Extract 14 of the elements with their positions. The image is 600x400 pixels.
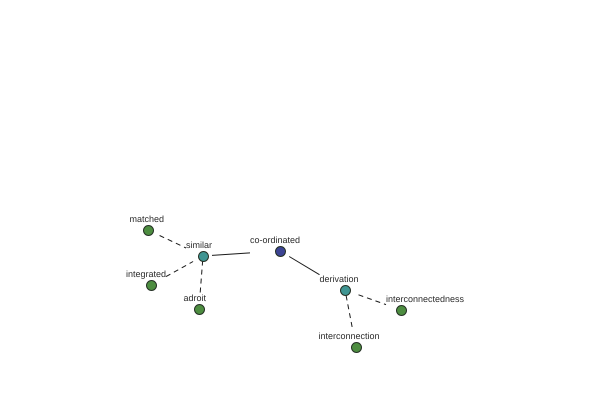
connector-line — [212, 252, 250, 256]
node-label: derivation — [320, 274, 359, 284]
node-label: similar — [186, 240, 212, 250]
dashed-connector — [166, 261, 194, 278]
node-label: interconnectedness — [386, 294, 464, 304]
dashed-connector — [358, 294, 386, 306]
dashed-connector — [159, 235, 186, 248]
node-label: interconnection — [318, 330, 380, 340]
connector-line — [288, 256, 320, 276]
node-label: matched — [130, 214, 164, 224]
node-label: integrated — [126, 268, 166, 278]
node-label: adroit — [184, 292, 206, 302]
node-label: co-ordinated — [250, 234, 300, 244]
dashed-connector — [200, 261, 204, 293]
